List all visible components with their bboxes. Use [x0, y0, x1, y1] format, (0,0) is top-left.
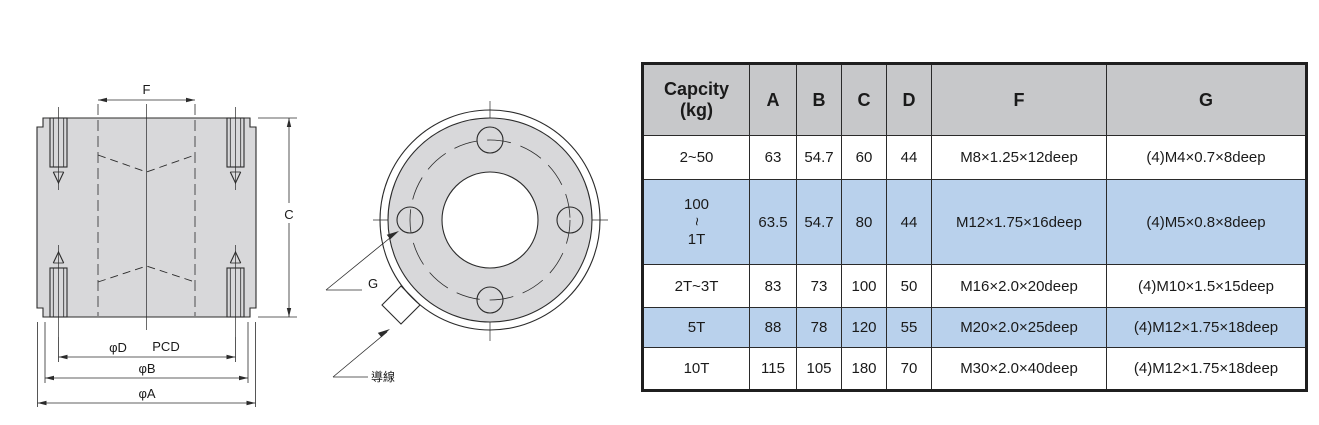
col-header-d: D	[886, 63, 932, 136]
cell-a: 115	[749, 347, 797, 391]
hidden-chevrons	[97, 154, 196, 283]
cell-g: (4)M12×1.75×18deep	[1106, 347, 1307, 391]
bolt-bottom-left	[49, 245, 68, 337]
table-row: 10T 115 105 180 70 M30×2.0×40deep (4)M12…	[642, 347, 1307, 391]
bolt-top-left	[49, 107, 68, 190]
cable-gland	[381, 285, 421, 325]
cell-g: (4)M12×1.75×18deep	[1106, 307, 1307, 348]
lead-wire-leader: 導線	[332, 329, 395, 384]
bolt-hole-bottom	[476, 286, 504, 314]
front-view: F C	[36, 82, 297, 407]
bolt-holes	[396, 126, 584, 314]
dim-a-label: φA	[138, 386, 155, 401]
cell-a: 88	[749, 307, 797, 348]
cell-capacity: 2T~3T	[642, 264, 750, 308]
cell-g: (4)M4×0.7×8deep	[1106, 135, 1307, 180]
bolt-hole-top	[476, 126, 504, 154]
cell-c: 100	[841, 264, 887, 308]
table-row: 2T~3T 83 73 100 50 M16×2.0×20deep (4)M10…	[642, 264, 1307, 308]
dimension-c: C	[258, 117, 297, 318]
center-hole	[441, 171, 539, 269]
dimension-f: F	[98, 82, 195, 103]
col-header-b: B	[796, 63, 842, 136]
bolt-hole-right	[556, 206, 584, 234]
cell-a: 83	[749, 264, 797, 308]
col-header-capacity: Capcity (kg)	[642, 63, 750, 136]
spec-table: Capcity (kg) A B C D F G 2~50 63 54.7 60…	[641, 62, 1308, 392]
cell-a: 63.5	[749, 179, 797, 265]
pcd-circle	[409, 139, 571, 301]
cell-d: 55	[886, 307, 932, 348]
header-row: Capcity (kg) A B C D F G	[642, 63, 1307, 136]
capacity-unit-text: (kg)	[680, 100, 713, 120]
cell-f: M12×1.75×16deep	[931, 179, 1107, 265]
cell-capacity: 5T	[642, 307, 750, 348]
outer-circle	[379, 109, 601, 331]
cell-d: 44	[886, 135, 932, 180]
table-row: 100 ~ 1T 63.5 54.7 80 44 M12×1.75×16deep…	[642, 179, 1307, 265]
col-header-f: F	[931, 63, 1107, 136]
cell-capacity: 10T	[642, 347, 750, 391]
cell-capacity: 100 ~ 1T	[642, 179, 750, 265]
dim-c-label: C	[284, 207, 293, 222]
cell-b: 54.7	[796, 179, 842, 265]
top-view: G 導線	[325, 101, 608, 384]
capacity-range-end: 1T	[687, 230, 706, 248]
cell-c: 180	[841, 347, 887, 391]
dim-f-label: F	[143, 82, 151, 97]
capacity-header-text: Capcity	[663, 79, 730, 100]
cell-d: 44	[886, 179, 932, 265]
table-row: 5T 88 78 120 55 M20×2.0×25deep (4)M12×1.…	[642, 307, 1307, 348]
cell-f: M16×2.0×20deep	[931, 264, 1107, 308]
table-row: 2~50 63 54.7 60 44 M8×1.25×12deep (4)M4×…	[642, 135, 1307, 180]
cell-g: (4)M10×1.5×15deep	[1106, 264, 1307, 308]
dim-pcd-label: PCD	[152, 339, 179, 354]
cell-capacity: 2~50	[642, 135, 750, 180]
cell-d: 50	[886, 264, 932, 308]
cell-a: 63	[749, 135, 797, 180]
cell-f: M30×2.0×40deep	[931, 347, 1107, 391]
g-leader: G	[325, 231, 399, 291]
cell-f: M8×1.25×12deep	[931, 135, 1107, 180]
spec-table-container: Capcity (kg) A B C D F G 2~50 63 54.7 60…	[641, 62, 1308, 392]
lead-wire-label: 導線	[371, 369, 395, 384]
cell-c: 60	[841, 135, 887, 180]
col-header-g: G	[1106, 63, 1307, 136]
col-header-c: C	[841, 63, 887, 136]
cell-b: 54.7	[796, 135, 842, 180]
bolt-bottom-right	[226, 245, 245, 337]
bolt-hole-left	[396, 206, 424, 234]
cell-b: 73	[796, 264, 842, 308]
capacity-range-start: 100	[683, 196, 710, 214]
capacity-range-tilde: ~	[687, 217, 705, 227]
cell-d: 70	[886, 347, 932, 391]
technical-drawings: F C	[36, 82, 608, 407]
cell-b: 78	[796, 307, 842, 348]
cell-c: 80	[841, 179, 887, 265]
dim-d-label: φD	[109, 340, 127, 355]
cell-b: 105	[796, 347, 842, 391]
dim-g-label: G	[368, 276, 378, 291]
bolt-top-right	[226, 107, 245, 190]
cell-c: 120	[841, 307, 887, 348]
col-header-a: A	[749, 63, 797, 136]
bottom-dimensions: φD PCD φB φA	[37, 322, 256, 407]
hole-centerlines	[97, 104, 196, 316]
cell-g: (4)M5×0.8×8deep	[1106, 179, 1307, 265]
cell-f: M20×2.0×25deep	[931, 307, 1107, 348]
dim-b-label: φB	[138, 361, 155, 376]
